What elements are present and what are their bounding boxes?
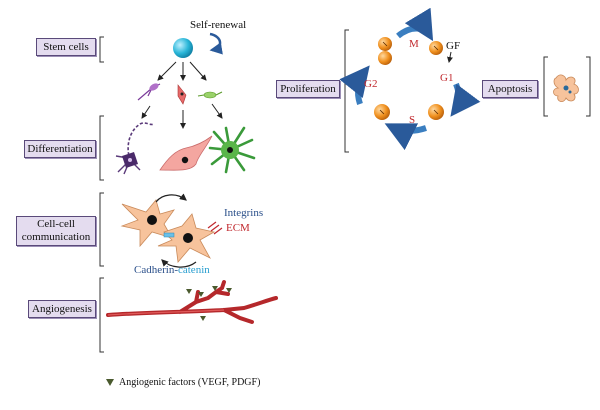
phase-m: M [409, 38, 419, 50]
self-renewal-arrow [209, 32, 223, 55]
cycling-cells [374, 37, 444, 120]
legend-text: Angiogenic factors (VEGF, PDGF) [119, 377, 261, 388]
differentiation-bracket [99, 115, 104, 181]
arrow-to-neuron-progenitor [157, 61, 177, 81]
apoptosis-bracket-right [586, 56, 591, 117]
differentiated-fibroblast [159, 135, 213, 171]
angiogenic-factor-marker-icon [106, 379, 114, 386]
angiogenesis-label: Angiogenesis [28, 300, 96, 318]
cadherin-text: Cadherin- [134, 264, 178, 276]
cell-communication-cells [120, 193, 223, 268]
arrow-to-astrocyte [211, 103, 223, 119]
cell-cell-bracket [99, 192, 104, 267]
proliferation-bracket [344, 29, 349, 153]
proliferation-label: Proliferation [276, 80, 340, 98]
cell-cycle-arrows [339, 7, 481, 151]
phase-g2: G2 [364, 78, 378, 90]
angiogenesis-bracket [99, 277, 104, 353]
gf-arrow [447, 51, 453, 63]
neuron-progenitor [137, 83, 161, 101]
catenin-text: catenin [177, 264, 210, 276]
astrocyte-progenitor [197, 91, 223, 99]
stem-cells-label: Stem cells [36, 38, 96, 56]
arrow-to-neuron [141, 105, 151, 119]
apoptosis-label: Apoptosis [482, 80, 538, 98]
blood-vessel [106, 280, 278, 324]
differentiated-astrocyte [208, 126, 256, 174]
arrow-to-astro-progenitor [189, 61, 207, 81]
ecm-text: ECM [226, 222, 250, 234]
fibroblast-progenitor [177, 84, 187, 105]
phase-s: S [409, 114, 416, 126]
differentiation-label: Differentiation [24, 140, 96, 158]
self-renewal-text: Self-renewal [190, 19, 247, 31]
phase-g1: G1 [440, 72, 454, 84]
legend: Angiogenic factors (VEGF, PDGF) [106, 377, 260, 388]
integrins-text: Integrins [224, 207, 264, 219]
differentiated-neuron [115, 122, 155, 175]
angiogenic-factor-markers [186, 286, 232, 321]
cadherin-catenin-text: Cadherin-catenin [134, 264, 210, 276]
apoptotic-cell [553, 74, 579, 102]
cell-cell-communication-label: Cell-cell communication [16, 216, 96, 246]
gf-text: GF [446, 40, 461, 52]
stem-cell [173, 38, 193, 58]
apoptosis-bracket-left [543, 56, 548, 117]
stem-cells-bracket [99, 36, 104, 63]
